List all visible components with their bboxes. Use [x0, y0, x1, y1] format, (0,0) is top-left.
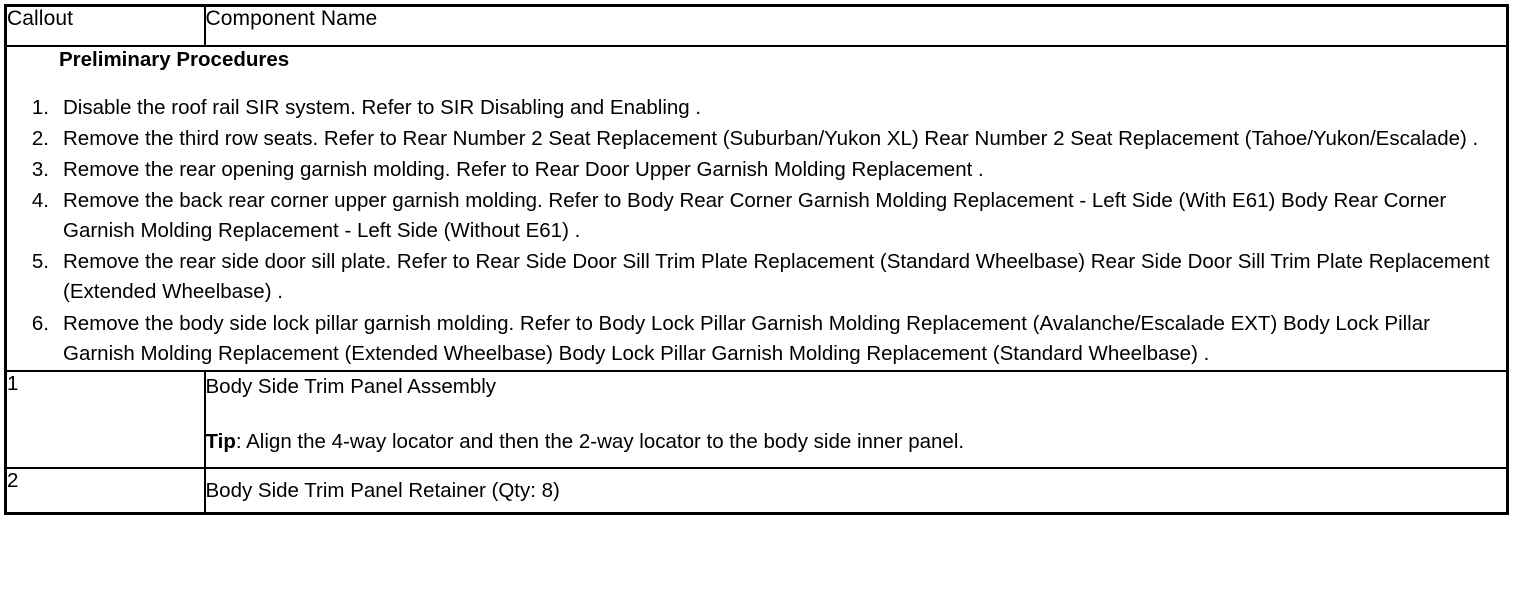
list-item: 6. Remove the body side lock pillar garn… — [7, 309, 1506, 369]
list-item-number: 6. — [31, 311, 49, 335]
preliminary-procedures-title: Preliminary Procedures — [59, 48, 290, 71]
list-item: 3. Remove the rear opening garnish moldi… — [7, 155, 1506, 185]
component-tip: Tip: Align the 4-way locator and then th… — [206, 427, 1507, 457]
component-description-cell: Body Side Trim Panel Retainer (Qty: 8) — [203, 466, 1509, 515]
column-header-callout: Callout — [4, 4, 206, 47]
title-list-spacer — [7, 81, 1506, 93]
list-item-text: Remove the rear opening garnish molding.… — [63, 157, 984, 181]
list-item-number: 2. — [31, 126, 49, 150]
list-item: 5. Remove the rear side door sill plate.… — [7, 247, 1506, 307]
callout-number: 1 — [4, 369, 206, 469]
list-item: 2. Remove the third row seats. Refer to … — [7, 124, 1506, 154]
preliminary-procedures-cell: Preliminary Procedures 1. Disable the ro… — [4, 45, 1509, 372]
list-item-text: Remove the body side lock pillar garnish… — [63, 311, 1430, 365]
list-item-number: 3. — [31, 157, 49, 181]
list-item-text: Remove the back rear corner upper garnis… — [63, 189, 1447, 243]
callout-number: 2 — [4, 466, 206, 515]
list-item-number: 1. — [31, 95, 49, 119]
list-item: 1. Disable the roof rail SIR system. Ref… — [7, 93, 1506, 123]
component-description-cell: Body Side Trim Panel Assembly Tip: Align… — [203, 369, 1509, 469]
list-item: 4. Remove the back rear corner upper gar… — [7, 186, 1506, 246]
component-callout-table: Callout Component Name Preliminary Proce… — [4, 4, 1509, 516]
list-item-number: 5. — [31, 250, 49, 274]
column-header-component-name: Component Name — [203, 4, 1509, 47]
list-item-number: 4. — [31, 189, 49, 212]
tip-label: Tip — [205, 430, 236, 454]
table-header-row: Callout Component Name — [4, 4, 1509, 47]
preliminary-steps-list: 1. Disable the roof rail SIR system. Ref… — [7, 93, 1506, 369]
tip-text: : Align the 4-way locator and then the 2… — [235, 430, 965, 454]
preliminary-procedures-row: Preliminary Procedures 1. Disable the ro… — [4, 45, 1509, 372]
table-row: 2 Body Side Trim Panel Retainer (Qty: 8) — [4, 466, 1509, 515]
list-item-text: Remove the third row seats. Refer to Rea… — [63, 126, 1479, 150]
component-name-text: Body Side Trim Panel Assembly — [205, 374, 497, 398]
component-name-text: Body Side Trim Panel Retainer (Qty: 8) — [205, 478, 560, 502]
table-row: 1 Body Side Trim Panel Assembly Tip: Ali… — [4, 369, 1509, 469]
list-item-text: Remove the rear side door sill plate. Re… — [63, 250, 1490, 304]
list-item-text: Disable the roof rail SIR system. Refer … — [63, 95, 702, 119]
